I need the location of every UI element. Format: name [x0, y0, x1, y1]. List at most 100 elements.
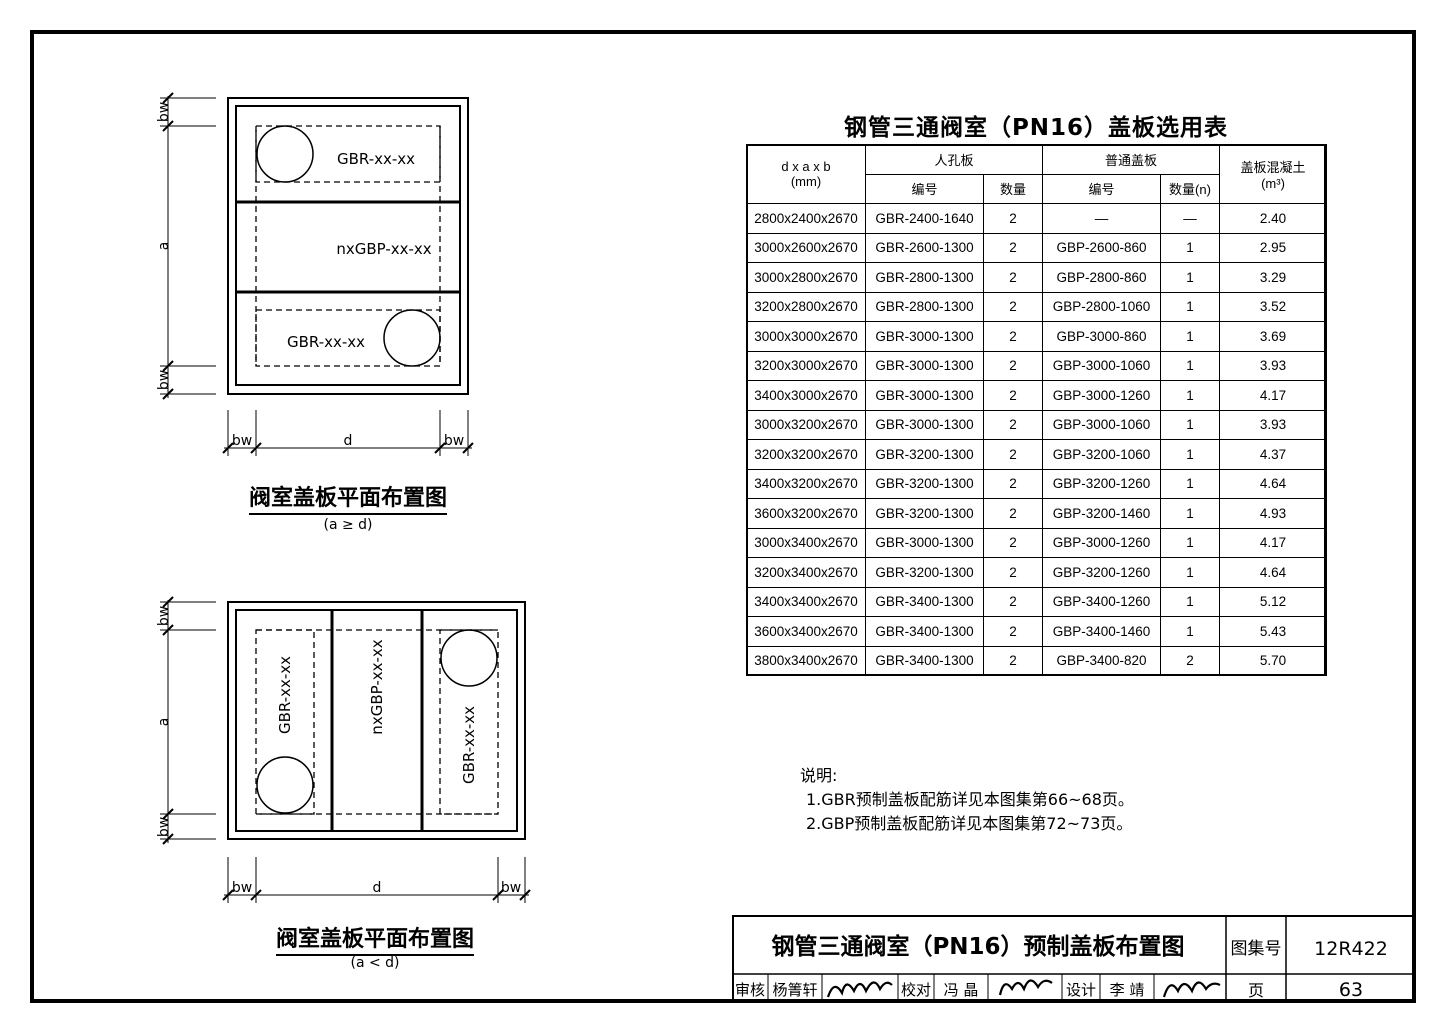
reviewer-signature [826, 981, 893, 998]
table-cell: GBR-3200-1300 [865, 439, 984, 470]
designer-signature [1162, 981, 1221, 998]
table-cell: GBR-3000-1300 [865, 527, 984, 558]
table-cell: 3000x3200x2670 [746, 409, 866, 440]
table-cell: 2 [983, 350, 1043, 381]
table-cell: 3000x2600x2670 [746, 232, 866, 263]
table-cell: 4.17 [1219, 380, 1327, 411]
dim-d: d [373, 880, 382, 896]
table-cell: 3400x3200x2670 [746, 468, 866, 499]
dim-d: d [344, 433, 353, 449]
manhole-circle [440, 629, 498, 687]
header-qty: 数量 [983, 173, 1043, 204]
table-cell: — [1160, 203, 1220, 234]
dim-bw: bw [444, 433, 464, 449]
title-block: 钢管三通阀室（PN16）预制盖板布置图 图集号 12R422 审核 杨箐轩 校对… [732, 915, 1416, 1003]
gbr-label: GBR-xx-xx [276, 656, 294, 734]
table-cell: 3200x3000x2670 [746, 350, 866, 381]
table-cell: 5.12 [1219, 586, 1327, 617]
table-cell: 3.93 [1219, 350, 1327, 381]
notes: 说明: 1.GBR预制盖板配筋详见本图集第66~68页。 2.GBP预制盖板配筋… [800, 764, 1134, 836]
table-cell: 3600x3400x2670 [746, 616, 866, 647]
checker-name: 冯 晶 [944, 981, 979, 999]
table-cell: 1 [1160, 262, 1220, 293]
drawing-title: 钢管三通阀室（PN16）预制盖板布置图 [771, 933, 1184, 960]
gbr-label: GBR-xx-xx [460, 706, 478, 784]
header-ordinary: 普通盖板 [1042, 144, 1220, 175]
chamber-inner-wall [235, 609, 518, 832]
table-cell: 2 [983, 557, 1043, 588]
table-cell: 1 [1160, 291, 1220, 322]
designer-name: 李 靖 [1110, 981, 1145, 999]
table-cell: 5.70 [1219, 645, 1327, 676]
table-cell: 1 [1160, 409, 1220, 440]
table-cell: GBR-3200-1300 [865, 557, 984, 588]
header-manhole: 人孔板 [865, 144, 1043, 175]
table-cell: 3000x2800x2670 [746, 262, 866, 293]
table-cell: GBP-3200-1260 [1042, 468, 1161, 499]
gbp-label: nxGBP-xx-xx [368, 639, 386, 734]
dim-bw: bw [232, 880, 252, 896]
plan-bottom-subcaption: (a < d) [350, 955, 400, 971]
table-cell: GBR-3400-1300 [865, 645, 984, 676]
page-number: 63 [1339, 979, 1363, 1001]
table-cell: 2 [983, 468, 1043, 499]
table-cell: 2 [983, 409, 1043, 440]
table-cell: 3000x3400x2670 [746, 527, 866, 558]
table-cell: 2 [983, 321, 1043, 352]
table-cell: GBP-3200-1060 [1042, 439, 1161, 470]
table-cell: 2 [983, 527, 1043, 558]
table-cell: 4.93 [1219, 498, 1327, 529]
table-cell: GBP-3000-1260 [1042, 380, 1161, 411]
table-cell: GBP-2600-860 [1042, 232, 1161, 263]
header-code: 编号 [1042, 173, 1161, 204]
chamber-outer-wall [227, 97, 469, 395]
table-cell: 2 [1160, 645, 1220, 676]
table-cell: GBP-3200-1260 [1042, 557, 1161, 588]
note-item: 2.GBP预制盖板配筋详见本图集第72~73页。 [806, 814, 1133, 833]
table-cell: 3.29 [1219, 262, 1327, 293]
table-cell: 2 [983, 645, 1043, 676]
table-cell: 4.37 [1219, 439, 1327, 470]
table-cell: 1 [1160, 498, 1220, 529]
header-concrete: 盖板混凝土 (m³) [1219, 144, 1327, 204]
dim-bw: bw [156, 606, 172, 626]
table-cell: 2 [983, 586, 1043, 617]
table-cell: 2 [983, 232, 1043, 263]
table-cell: 3600x3200x2670 [746, 498, 866, 529]
table-cell: 1 [1160, 321, 1220, 352]
table-cell: 1 [1160, 586, 1220, 617]
table-cell: GBP-3000-1060 [1042, 350, 1161, 381]
table-cell: GBP-3000-1060 [1042, 409, 1161, 440]
table-cell: GBR-3400-1300 [865, 616, 984, 647]
dim-bw: bw [501, 880, 521, 896]
gbr-label: GBR-xx-xx [337, 150, 415, 168]
table-title: 钢管三通阀室（PN16）盖板选用表 [843, 115, 1229, 141]
table-cell: 1 [1160, 527, 1220, 558]
gbp-label: nxGBP-xx-xx [336, 240, 431, 258]
drawing-frame [30, 30, 1416, 1003]
plan-bottom-drawing: GBR-xx-xx nxGBP-xx-xx GBR-xx-xx bw a bw … [156, 596, 531, 903]
table-cell: 3200x2800x2670 [746, 291, 866, 322]
check-label: 校对 [901, 981, 931, 999]
table-cell: 4.17 [1219, 527, 1327, 558]
table-cell: 2 [983, 203, 1043, 234]
table-cell: GBP-3400-820 [1042, 645, 1161, 676]
table-cell: 1 [1160, 557, 1220, 588]
dim-a: a [156, 242, 172, 251]
table-cell: GBR-3200-1300 [865, 498, 984, 529]
table-cell: GBR-2800-1300 [865, 262, 984, 293]
manhole-circle [256, 756, 314, 814]
table-cell: GBP-3000-860 [1042, 321, 1161, 352]
manhole-circle [383, 309, 441, 367]
table-cell: 3200x3400x2670 [746, 557, 866, 588]
table-cell: GBR-3000-1300 [865, 409, 984, 440]
